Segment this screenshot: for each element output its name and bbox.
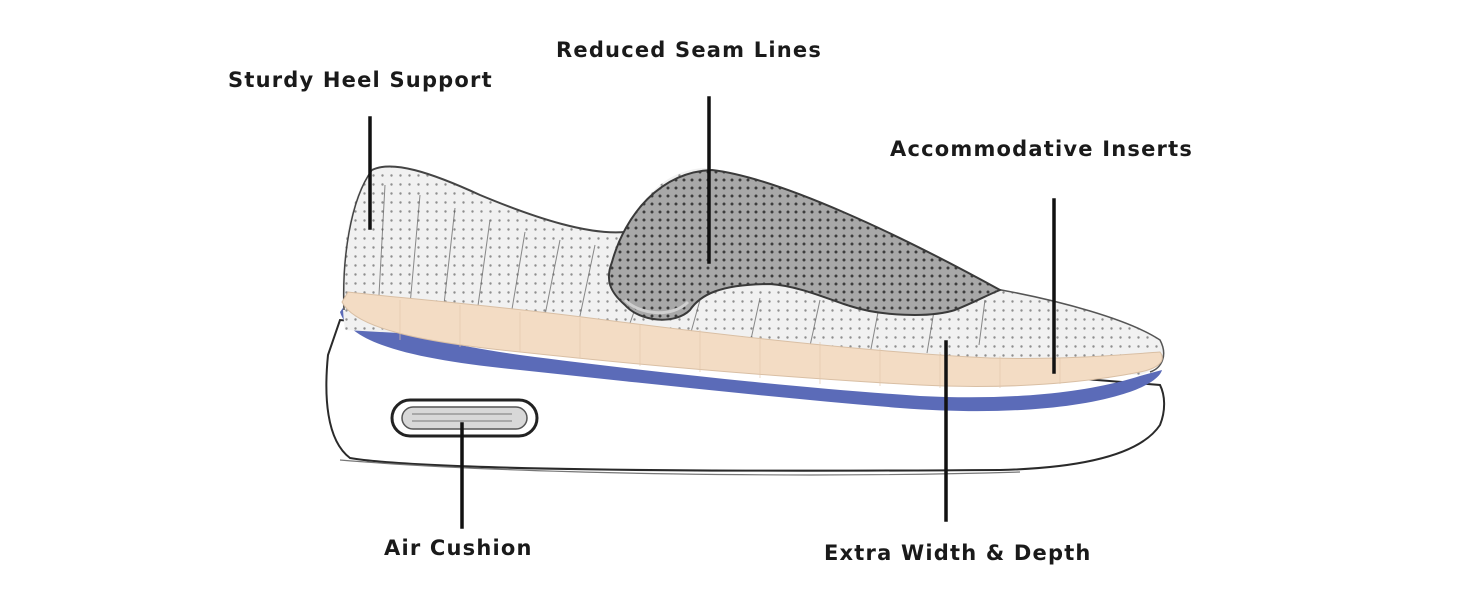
midsole-band (340, 305, 1162, 412)
callout-sturdy-heel-support: Sturdy Heel Support (228, 68, 493, 92)
insole (341, 291, 1163, 388)
velcro-strap (607, 168, 1003, 321)
air-cushion-window (390, 398, 539, 438)
callout-accommodative-inserts: Accommodative Inserts (890, 137, 1194, 161)
callout-reduced-seam-lines: Reduced Seam Lines (556, 38, 823, 62)
callout-extra-width-depth: Extra Width & Depth (824, 541, 1092, 565)
callout-air-cushion: Air Cushion (384, 536, 533, 560)
